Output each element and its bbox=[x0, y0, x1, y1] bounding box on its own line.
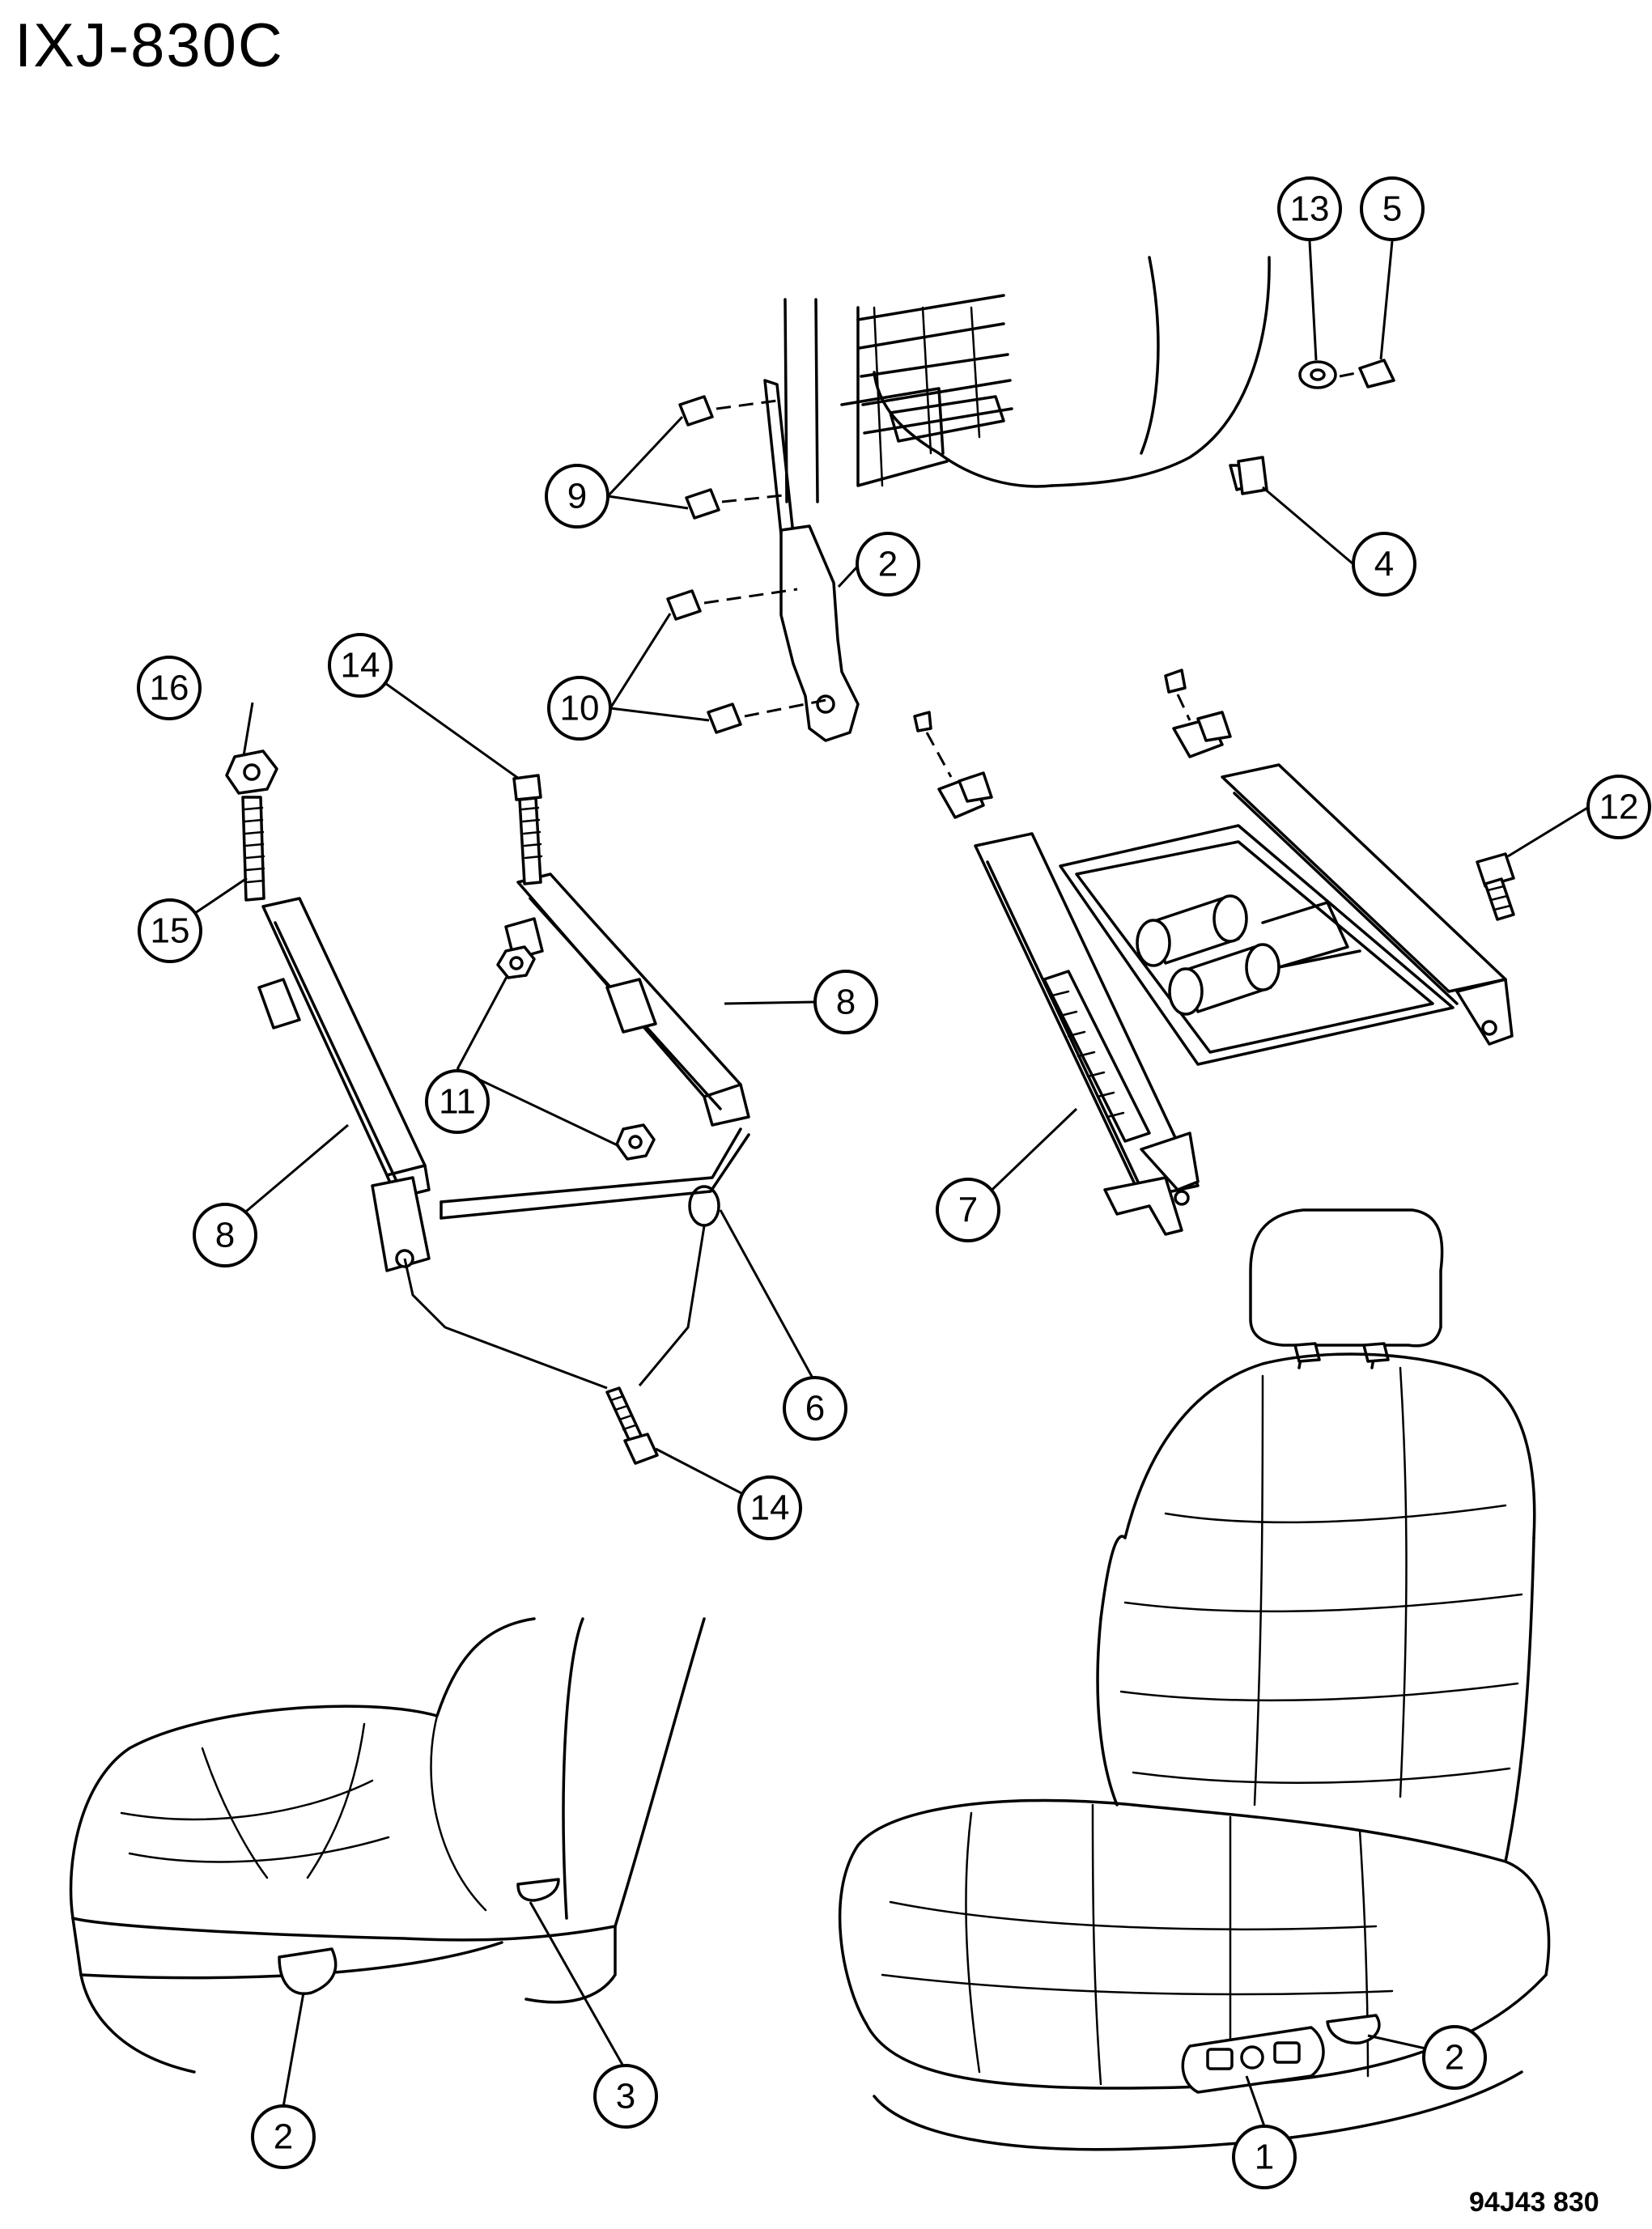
motor-upper bbox=[1136, 894, 1248, 967]
bolt-10-lower bbox=[707, 698, 826, 734]
callout-13: 13 bbox=[1277, 176, 1342, 241]
callout-9: 9 bbox=[545, 464, 609, 529]
svg-text:16: 16 bbox=[150, 669, 189, 708]
cross-bar bbox=[440, 1127, 750, 1220]
svg-text:1: 1 bbox=[1255, 2138, 1274, 2177]
callout-11: 11 bbox=[425, 1069, 490, 1134]
callout-14-upper: 14 bbox=[328, 633, 393, 698]
nut-11-upper bbox=[496, 945, 536, 979]
callout-5: 5 bbox=[1360, 176, 1425, 241]
nut-11-lower bbox=[615, 1123, 656, 1161]
seat-side-view bbox=[69, 1617, 706, 2074]
motor-lower bbox=[1168, 943, 1280, 1016]
svg-text:13: 13 bbox=[1290, 189, 1330, 229]
callout-4: 4 bbox=[1352, 532, 1416, 597]
bolt-14-lower bbox=[403, 1225, 706, 1465]
svg-text:11: 11 bbox=[439, 1082, 476, 1122]
power-seat-full-view bbox=[838, 1208, 1551, 2151]
callout-1: 1 bbox=[1232, 2125, 1297, 2189]
callout-16: 16 bbox=[137, 656, 202, 720]
callout-8-right-track: 8 bbox=[813, 970, 878, 1034]
svg-text:14: 14 bbox=[750, 1488, 790, 1528]
svg-text:3: 3 bbox=[616, 2077, 635, 2116]
svg-text:8: 8 bbox=[215, 1216, 235, 1255]
svg-text:9: 9 bbox=[567, 477, 587, 516]
screw-5 bbox=[1339, 359, 1395, 388]
bolt-9-upper bbox=[678, 395, 778, 427]
left-seat-track bbox=[257, 897, 431, 1272]
bolt-10-upper bbox=[666, 588, 798, 621]
clip-left bbox=[913, 711, 993, 819]
right-seat-track bbox=[504, 872, 750, 1227]
svg-text:15: 15 bbox=[151, 911, 190, 951]
svg-text:5: 5 bbox=[1382, 189, 1402, 229]
callout-6: 6 bbox=[783, 1376, 847, 1441]
callout-14-lower: 14 bbox=[737, 1475, 802, 1540]
callout-12: 12 bbox=[1586, 775, 1651, 839]
svg-text:10: 10 bbox=[560, 689, 600, 728]
bolt-12 bbox=[1476, 852, 1515, 921]
bolt-14-upper bbox=[512, 774, 543, 885]
clip-right bbox=[1164, 669, 1232, 758]
nut-16 bbox=[225, 749, 278, 795]
callout-15: 15 bbox=[138, 898, 202, 963]
callout-8-left-track: 8 bbox=[193, 1203, 257, 1267]
svg-text:4: 4 bbox=[1374, 545, 1394, 584]
svg-text:12: 12 bbox=[1599, 788, 1639, 827]
callout-10: 10 bbox=[547, 676, 612, 741]
washer-13 bbox=[1298, 360, 1337, 389]
svg-text:14: 14 bbox=[341, 646, 380, 686]
recliner-bracket bbox=[779, 524, 860, 742]
power-seat-adjuster bbox=[913, 669, 1515, 1236]
callout-7: 7 bbox=[936, 1178, 1000, 1242]
callout-3: 3 bbox=[593, 2064, 658, 2129]
svg-text:2: 2 bbox=[274, 2117, 293, 2157]
svg-text:8: 8 bbox=[836, 983, 856, 1022]
diagram-code: 94J43 830 bbox=[1469, 2187, 1599, 2218]
seat-back-frame-drawing bbox=[763, 256, 1271, 536]
callout-2-recliner: 2 bbox=[856, 532, 920, 597]
stud-15 bbox=[241, 796, 265, 902]
bolt-9-lower bbox=[685, 488, 784, 520]
svg-text:7: 7 bbox=[958, 1191, 978, 1230]
diagram-title: IXJ-830C bbox=[15, 11, 284, 80]
svg-text:2: 2 bbox=[878, 545, 898, 584]
callout-2-full-view: 2 bbox=[1422, 2025, 1487, 2090]
svg-text:6: 6 bbox=[805, 1389, 825, 1429]
svg-text:2: 2 bbox=[1445, 2038, 1464, 2078]
callout-2-side-view: 2 bbox=[251, 2104, 316, 2169]
